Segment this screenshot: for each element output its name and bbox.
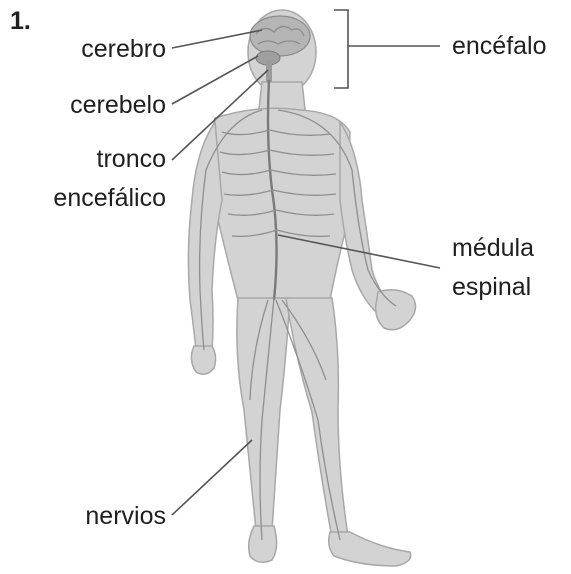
- right-foot: [329, 532, 411, 566]
- label-tronco-line2: encefálico: [53, 182, 166, 214]
- right-hand: [376, 290, 416, 330]
- label-tronco-line1: tronco: [97, 143, 166, 175]
- encefalo-bracket: [334, 10, 348, 88]
- left-foot: [249, 526, 277, 562]
- left-hand: [191, 346, 215, 374]
- left-leg: [237, 298, 290, 530]
- body-silhouette: [188, 10, 415, 566]
- right-arm: [340, 122, 388, 312]
- torso: [211, 108, 350, 300]
- label-medula-line2: espinal: [452, 271, 531, 303]
- leader-line-cerebelo: [172, 56, 258, 104]
- label-encefalo: encéfalo: [452, 30, 547, 62]
- left-arm: [188, 122, 222, 352]
- label-medula-line1: médula: [452, 232, 534, 264]
- figure-number: 1.: [10, 5, 31, 37]
- label-nervios: nervios: [85, 500, 166, 532]
- label-cerebelo: cerebelo: [70, 89, 166, 121]
- leader-line-nervios: [172, 440, 252, 515]
- label-cerebro: cerebro: [81, 33, 166, 65]
